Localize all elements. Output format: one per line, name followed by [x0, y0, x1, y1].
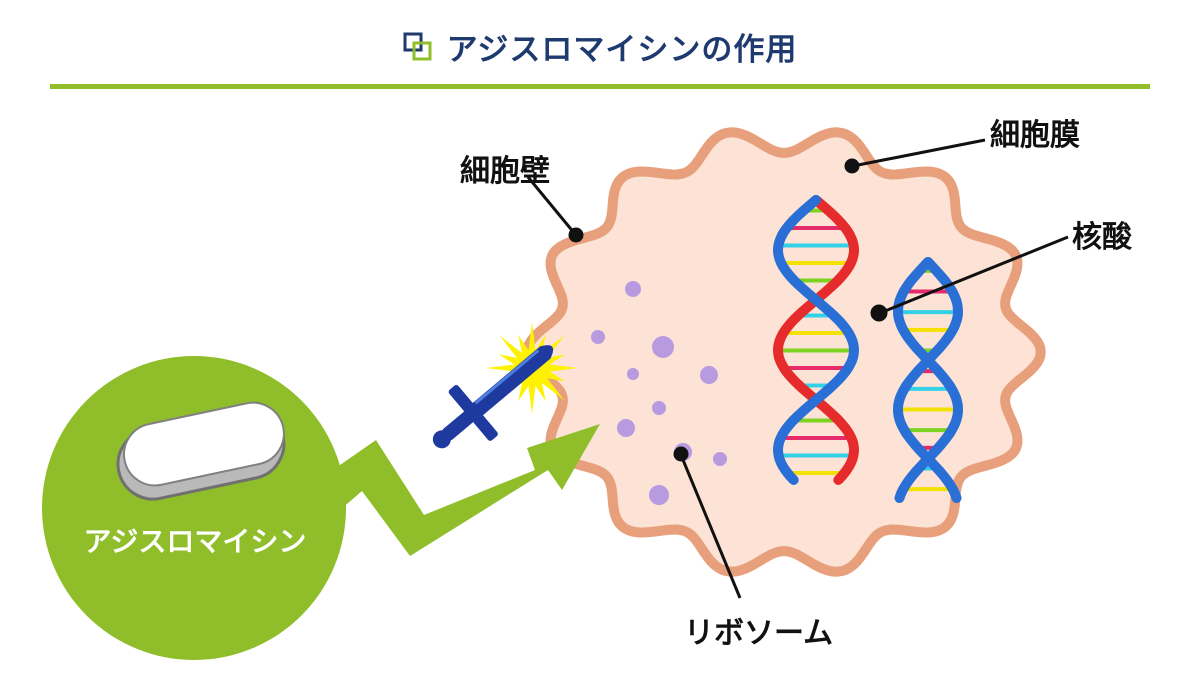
ribosome-dot — [713, 452, 727, 466]
label-ribosome: リボソーム — [684, 616, 834, 651]
label-cell-membrane: 細胞膜 — [990, 118, 1080, 153]
attack-arrow — [330, 424, 600, 556]
ribosome-dot — [617, 419, 635, 437]
dna-helix-large — [772, 195, 860, 485]
title-divider — [50, 84, 1150, 89]
dna-strand — [772, 195, 860, 485]
label-nucleic-acid: 核酸 — [1072, 220, 1132, 255]
page-title: アジスロマイシンの作用 — [446, 32, 798, 68]
ribosome-dot — [652, 336, 674, 358]
pointer-dot-ribosome — [673, 446, 689, 462]
pointer-line-nucleic-acid — [879, 235, 1069, 315]
dna-strand — [892, 257, 964, 503]
dna-strand — [772, 195, 860, 485]
label-cell-wall: 細胞壁 — [460, 154, 550, 189]
sword-icon — [432, 345, 554, 449]
pointer-line-cell-wall — [526, 176, 577, 235]
pointer-dot-cell-membrane — [844, 158, 860, 174]
label-pointers — [526, 138, 1069, 599]
pointer-dot-cell-wall — [568, 227, 584, 243]
pointer-line-cell-membrane — [852, 138, 986, 168]
ribosome-dot — [649, 485, 669, 505]
pointer-dot-nucleic-acid — [870, 304, 888, 322]
ribosome-dot — [627, 368, 639, 380]
label-drug: アジスロマイシン — [83, 525, 307, 558]
ribosome-dot — [591, 330, 605, 344]
drug-circle — [42, 356, 346, 660]
header: アジスロマイシンの作用 — [0, 0, 1200, 90]
capsule-icon — [116, 401, 286, 501]
ribosome-dot — [652, 401, 666, 415]
pointer-line-ribosome — [679, 454, 742, 599]
dna-helix-small — [892, 257, 964, 503]
ribosome-dot — [625, 281, 641, 297]
overlapping-squares-icon — [403, 32, 432, 60]
title-wrap: アジスロマイシンの作用 — [0, 24, 1200, 69]
ribosome-dot — [700, 366, 718, 384]
